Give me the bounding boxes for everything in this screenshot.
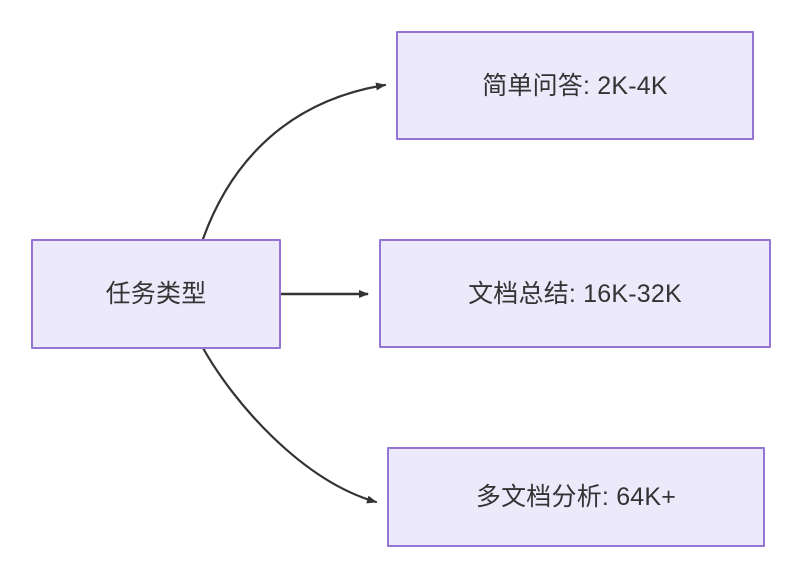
edge-to-multi-doc-analysis — [201, 346, 378, 504]
node-label: 文档总结: 16K-32K — [468, 279, 682, 308]
node-label: 多文档分析: 64K+ — [475, 483, 677, 511]
node-label: 简单问答: 2K-4K — [482, 71, 668, 100]
node-task-type[interactable]: 任务类型 — [31, 239, 281, 349]
node-doc-summary[interactable]: 文档总结: 16K-32K — [379, 239, 771, 348]
edge-to-simple-qa — [201, 82, 387, 241]
node-label: 任务类型 — [105, 280, 207, 308]
node-multi-doc-analysis[interactable]: 多文档分析: 64K+ — [387, 447, 765, 547]
node-simple-qa[interactable]: 简单问答: 2K-4K — [396, 31, 754, 140]
